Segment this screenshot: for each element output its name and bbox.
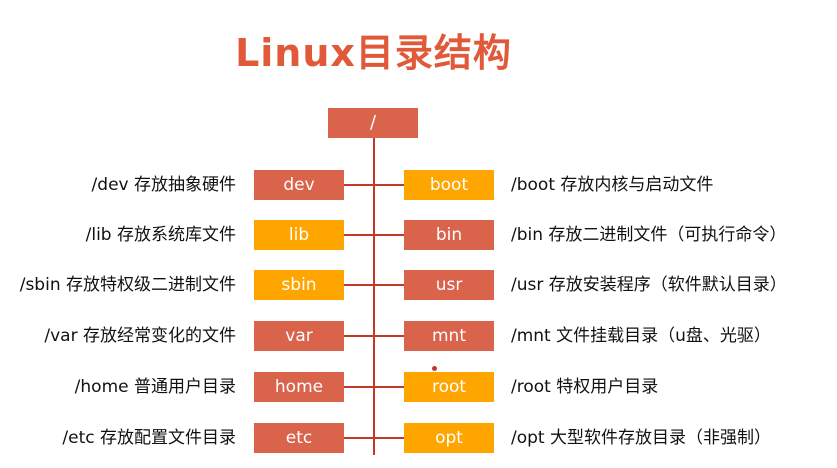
dir-box-usr: usr (404, 270, 494, 300)
root-directory-box: / (328, 108, 418, 138)
tree-trunk-line (373, 137, 375, 455)
dir-box-bin: bin (404, 220, 494, 250)
connector-line-right-5 (374, 437, 404, 439)
left-desc-3: /var 存放经常变化的文件 (44, 326, 236, 346)
right-desc-0: /boot 存放内核与启动文件 (511, 175, 714, 195)
cursor-dot (432, 366, 437, 371)
connector-line-left-1 (344, 234, 374, 236)
dir-box-home: home (254, 372, 344, 402)
connector-line-right-3 (374, 335, 404, 337)
left-desc-0: /dev 存放抽象硬件 (91, 175, 236, 195)
page-title-text: Linux目录结构 (235, 31, 512, 75)
right-desc-5: /opt 大型软件存放目录（非强制） (511, 428, 771, 448)
page-title: Linux目录结构 (0, 22, 837, 77)
left-desc-4: /home 普通用户目录 (74, 377, 236, 397)
dir-box-etc: etc (254, 423, 344, 453)
connector-line-left-5 (344, 437, 374, 439)
right-desc-1: /bin 存放二进制文件（可执行命令） (511, 225, 787, 245)
left-desc-5: /etc 存放配置文件目录 (62, 428, 236, 448)
right-desc-4: /root 特权用户目录 (511, 377, 659, 397)
dir-box-var: var (254, 321, 344, 351)
connector-line-right-1 (374, 234, 404, 236)
connector-line-right-2 (374, 284, 404, 286)
dir-box-opt: opt (404, 423, 494, 453)
connector-line-left-3 (344, 335, 374, 337)
dir-box-dev: dev (254, 170, 344, 200)
dir-box-boot: boot (404, 170, 494, 200)
connector-line-left-4 (344, 386, 374, 388)
right-desc-2: /usr 存放安装程序（软件默认目录） (511, 275, 787, 295)
connector-line-right-4 (374, 386, 404, 388)
left-desc-2: /sbin 存放特权级二进制文件 (19, 275, 236, 295)
right-desc-3: /mnt 文件挂载目录（u盘、光驱） (511, 326, 771, 346)
dir-box-sbin: sbin (254, 270, 344, 300)
connector-line-left-0 (344, 184, 374, 186)
left-desc-1: /lib 存放系统库文件 (85, 225, 236, 245)
dir-box-root: root (404, 372, 494, 402)
dir-box-mnt: mnt (404, 321, 494, 351)
connector-line-right-0 (374, 184, 404, 186)
dir-box-lib: lib (254, 220, 344, 250)
connector-line-left-2 (344, 284, 374, 286)
